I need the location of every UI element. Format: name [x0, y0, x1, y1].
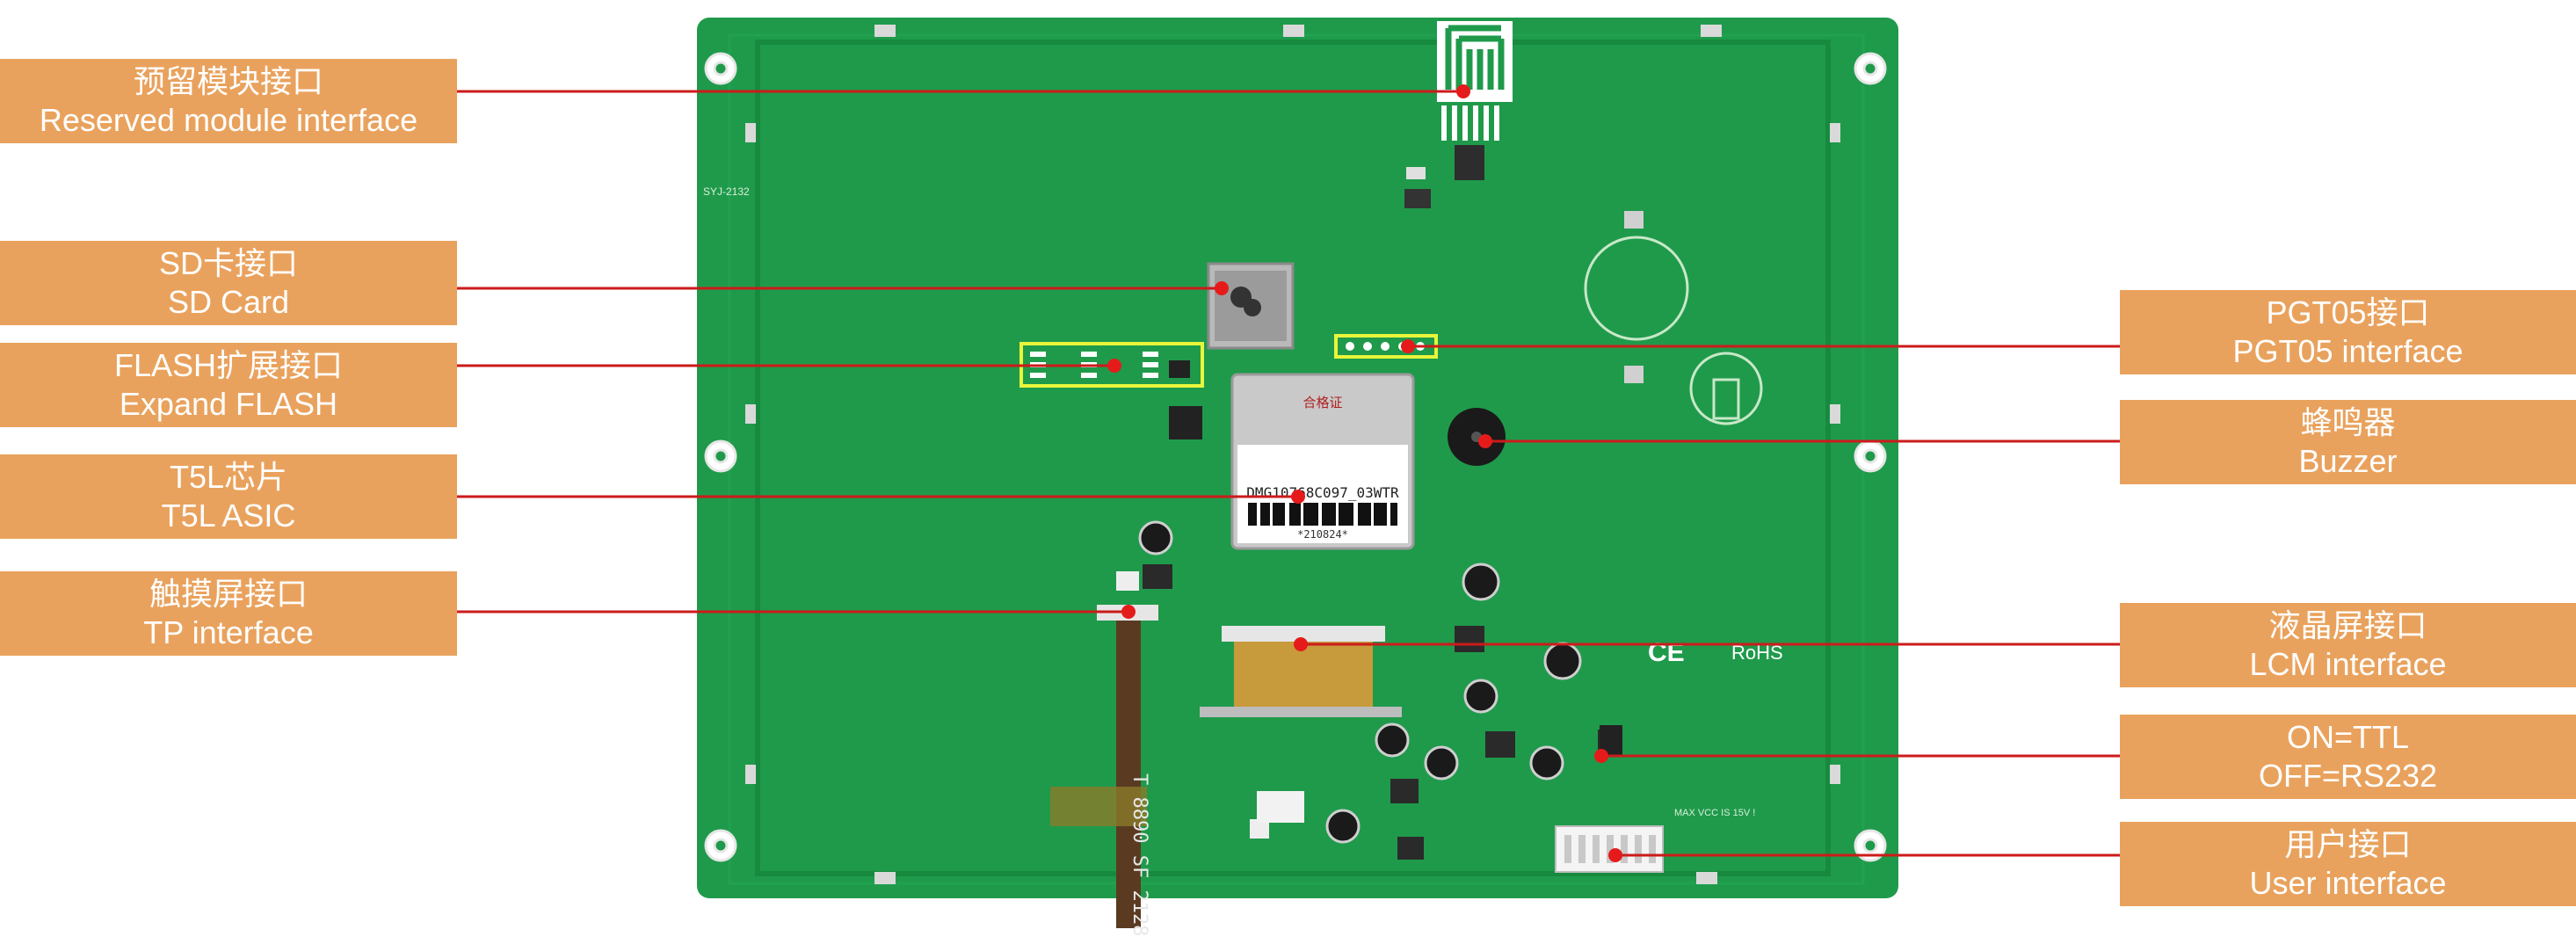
mounting-holes — [704, 52, 1887, 862]
chip-part-number: DMG10768C097_03WTR — [1246, 484, 1399, 501]
user-connector — [1555, 825, 1664, 873]
antenna-pattern — [1437, 21, 1513, 141]
pcb-inner-border — [755, 40, 1831, 876]
t5l-chip: 合格证 DMG10768C097_03WTR *210824* — [1230, 373, 1415, 550]
label-reserved-module: 预留模块接口 Reserved module interface — [0, 59, 457, 143]
label-ttl-rs232: ON=TTL OFF=RS232 — [2120, 715, 2576, 799]
label-user-interface: 用户接口 User interface — [2120, 822, 2576, 906]
pointer-dots — [1107, 84, 1622, 862]
chip-date: *210824* — [1297, 528, 1348, 541]
fpc-marking: T 8890 SF 2128 — [1128, 773, 1150, 936]
edge-clips — [745, 25, 1840, 884]
label-flash: FLASH扩展接口 Expand FLASH — [0, 343, 457, 427]
label-pgt05: PGT05接口 PGT05 interface — [2120, 290, 2576, 374]
label-buzzer: 蜂鸣器 Buzzer — [2120, 400, 2576, 484]
sd-card-slot — [1207, 262, 1295, 350]
power-note: MAX VCC IS 15V ! — [1674, 808, 1755, 818]
label-tp-interface: 触摸屏接口 TP interface — [0, 571, 457, 656]
pointer-lines — [457, 90, 2120, 857]
lcm-connector — [1200, 626, 1402, 717]
tp-connector: T 8890 SF 2128 — [1050, 605, 1158, 936]
ce-mark: CE — [1648, 638, 1685, 667]
label-sd-card: SD卡接口 SD Card — [0, 241, 457, 325]
pcb-id: SYJ-2132 — [703, 185, 750, 198]
chip-sticker-text: 合格证 — [1303, 395, 1342, 410]
label-lcm: 液晶屏接口 LCM interface — [2120, 603, 2576, 687]
label-t5l-asic: T5L芯片 T5L ASIC — [0, 454, 457, 539]
